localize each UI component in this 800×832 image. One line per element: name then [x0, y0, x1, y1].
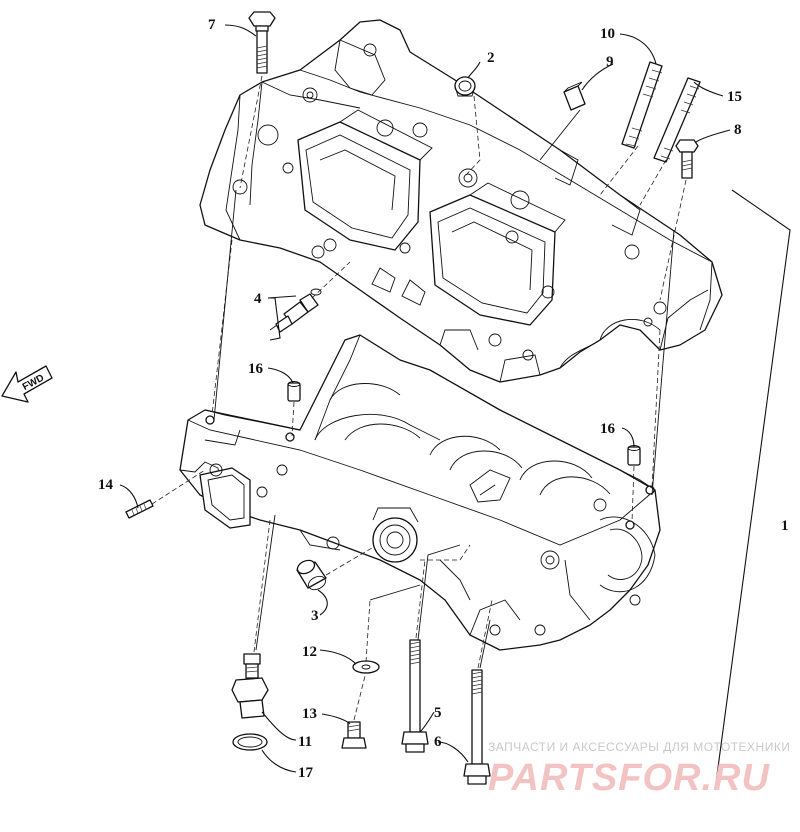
part-17-o-ring — [232, 733, 268, 751]
part-16-dowel-left — [287, 381, 301, 402]
callout-2: 2 — [487, 50, 495, 66]
callout-6: 6 — [434, 734, 442, 750]
callout-1: 1 — [781, 518, 789, 534]
callout-3: 3 — [311, 608, 319, 624]
callout-11: 11 — [298, 734, 312, 750]
callout-9: 9 — [606, 54, 614, 70]
callout-labels: 7 2 10 9 15 8 4 16 16 14 1 3 12 13 5 6 1… — [98, 17, 789, 781]
upper-crankcase-half — [199, 19, 723, 383]
lower-crankcase-half — [179, 334, 661, 651]
watermark-tagline: ЗАПЧАСТИ И АКСЕССУАРЫ ДЛЯ МОТОТЕХНИКИ — [488, 740, 790, 754]
part-9-dowel — [563, 81, 586, 111]
forward-direction-arrow: FWD — [1, 365, 53, 403]
callout-10: 10 — [600, 26, 615, 42]
leader-lines — [119, 24, 731, 773]
part-11-sensor — [231, 653, 269, 719]
callout-16-left: 16 — [248, 361, 264, 377]
callout-13: 13 — [302, 706, 317, 722]
part-3-bushing — [296, 559, 327, 591]
part-4-valve — [269, 288, 322, 333]
part-14-stud — [125, 499, 154, 519]
part-8-bolt — [675, 139, 699, 179]
part-5-long-bolt — [401, 639, 429, 753]
part-7-bolt — [248, 11, 276, 74]
part-12-washer — [352, 660, 380, 674]
watermark: ЗАПЧАСТИ И АКСЕССУАРЫ ДЛЯ МОТОТЕХНИКИ PA… — [488, 740, 790, 799]
part-10-stud — [621, 61, 663, 149]
callout-4: 4 — [254, 291, 262, 307]
callout-5: 5 — [434, 705, 442, 721]
callout-14: 14 — [98, 477, 114, 493]
callout-8: 8 — [734, 122, 742, 138]
callout-12: 12 — [302, 644, 317, 660]
alignment-lines — [151, 75, 687, 721]
callout-16-right: 16 — [600, 421, 616, 437]
part-13-plug — [341, 721, 367, 749]
part-2-seal-ring — [454, 76, 476, 97]
assembly-bracket-1 — [714, 189, 791, 791]
fwd-label: FWD — [21, 373, 46, 393]
watermark-brand: PARTSFOR.RU — [488, 757, 770, 799]
callout-17: 17 — [298, 765, 314, 781]
callout-7: 7 — [208, 17, 216, 33]
callout-15: 15 — [727, 89, 742, 105]
part-16-dowel-right — [627, 445, 641, 466]
part-15-stud — [653, 77, 701, 163]
part-6-long-bolt — [463, 669, 491, 785]
